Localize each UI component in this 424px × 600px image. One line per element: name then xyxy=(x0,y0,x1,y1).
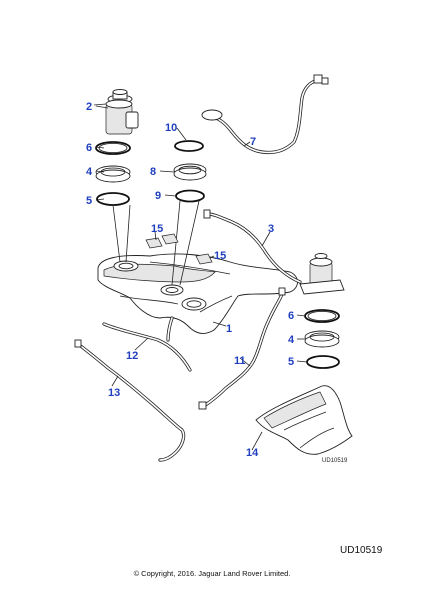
locking-ring-8 xyxy=(173,163,207,181)
o-ring-9 xyxy=(175,189,205,203)
vent-hose-7 xyxy=(201,74,329,155)
callout-6-right: 6 xyxy=(288,310,294,322)
pads-15 xyxy=(145,233,213,265)
fuel-pump-assembly xyxy=(95,89,139,135)
callout-8: 8 xyxy=(150,166,156,178)
fuel-line-11 xyxy=(198,287,286,410)
fuel-line-12 xyxy=(102,316,192,372)
callout-15-upper: 15 xyxy=(151,223,163,235)
o-ring-5-right xyxy=(306,355,340,369)
callout-9: 9 xyxy=(155,190,161,202)
seal-ring-6-right xyxy=(304,309,340,323)
locking-ring-4-right xyxy=(304,330,340,348)
locking-ring-4-left xyxy=(95,165,131,183)
callout-4-left: 4 xyxy=(86,166,93,178)
inner-diagram-ref: UD10519 xyxy=(322,458,348,464)
diagram-reference-code: UD10519 xyxy=(340,545,383,556)
heat-shield-14 xyxy=(255,385,353,455)
callout-6-left: 6 xyxy=(86,142,92,154)
callout-1: 1 xyxy=(226,323,232,335)
callout-4-right: 4 xyxy=(288,334,295,346)
callout-13: 13 xyxy=(108,387,120,399)
callout-3: 3 xyxy=(268,223,274,235)
fuel-line-13 xyxy=(74,339,186,462)
copyright-notice: © Copyright, 2016. Jaguar Land Rover Lim… xyxy=(133,569,291,578)
callout-14: 14 xyxy=(246,447,259,459)
callout-5-left: 5 xyxy=(86,195,92,207)
callout-12: 12 xyxy=(126,350,138,362)
callout-15-lower: 15 xyxy=(214,250,226,262)
callout-7: 7 xyxy=(250,136,256,148)
filler-pipe-3 xyxy=(203,209,302,284)
callout-10: 10 xyxy=(165,122,177,134)
fuel-tank xyxy=(97,253,298,334)
callout-5-right: 5 xyxy=(288,356,294,368)
callout-11: 11 xyxy=(234,355,246,367)
callout-2: 2 xyxy=(86,101,92,113)
fuel-pump-right xyxy=(299,253,345,295)
cover-plate-10 xyxy=(174,140,204,152)
seal-ring-6-left xyxy=(95,141,131,155)
